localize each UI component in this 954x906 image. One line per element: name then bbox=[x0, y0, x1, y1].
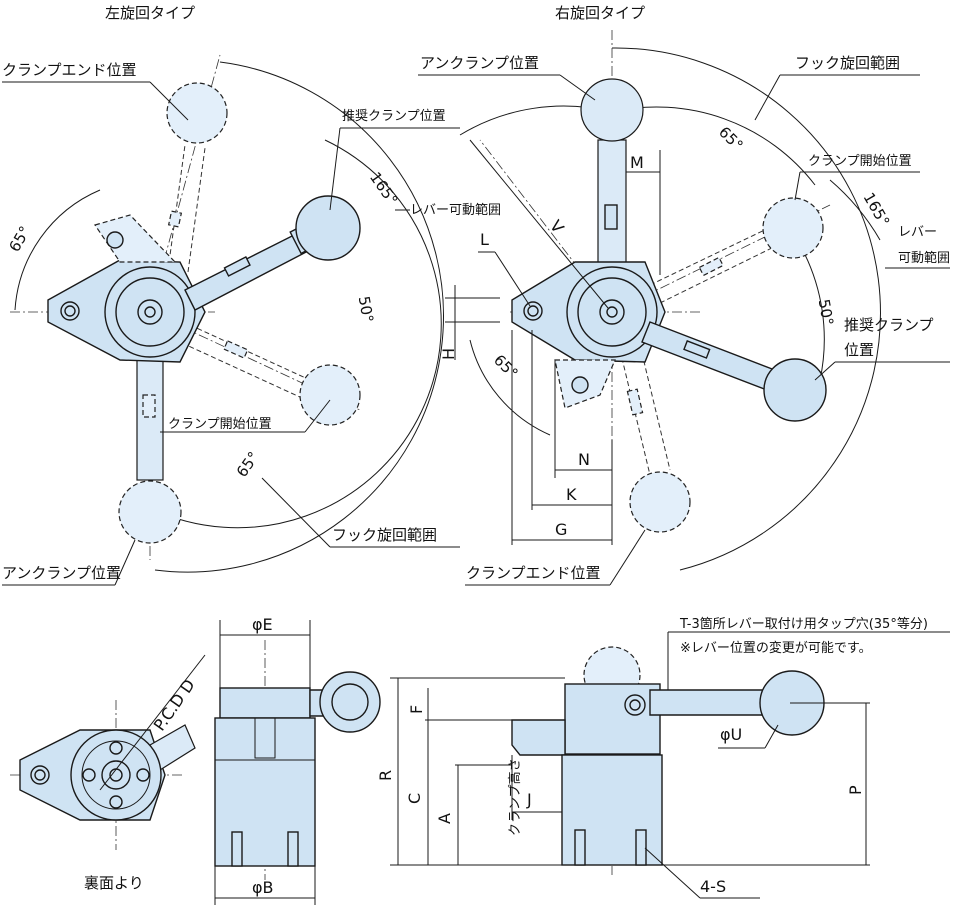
side-head bbox=[564, 683, 661, 755]
dim-b: φB bbox=[252, 878, 274, 897]
dim-p: P bbox=[846, 785, 865, 795]
dim-a: A bbox=[435, 813, 454, 824]
label-pcd: P.C.D D bbox=[150, 676, 199, 735]
front-body bbox=[214, 717, 316, 867]
side-lever bbox=[649, 689, 771, 716]
right-lever-ball bbox=[763, 358, 827, 422]
bottom-view: P.C.D D 裏面より bbox=[10, 654, 206, 892]
front-view: φE φB bbox=[214, 615, 381, 905]
dim-4s: 4-S bbox=[700, 877, 726, 896]
right-angle-65a: 65° bbox=[715, 123, 747, 155]
left-angle-165: 165° bbox=[366, 169, 401, 209]
left-ghost-clamp-end bbox=[166, 82, 228, 273]
label-tap-note: T-3箇所レバー取付け用タップ穴(35°等分) bbox=[679, 616, 928, 632]
dim-k: K bbox=[566, 485, 577, 504]
right-angle-50: 50° bbox=[815, 298, 837, 327]
left-label-clamp-end: クランプエンド位置 bbox=[2, 61, 137, 79]
right-arc-65 bbox=[469, 339, 551, 436]
dim-c: C bbox=[405, 793, 424, 804]
right-top-view: M V L H N K G アンクランプ位置 フック旋回範囲 クランプ開始位置 … bbox=[418, 30, 950, 586]
right-unclamp-ball bbox=[580, 78, 644, 142]
left-flange-ghost bbox=[94, 214, 177, 263]
label-clamp-height: クランプ高さ bbox=[507, 758, 523, 836]
left-ghost-clamp-start bbox=[181, 324, 361, 426]
side-view: R F C A クランプ高さ J P φU 4-S T-3箇所レバー取付け用タッ… bbox=[376, 616, 950, 899]
dim-e: φE bbox=[252, 615, 273, 634]
right-unclamp-arm bbox=[597, 139, 627, 276]
dim-g: G bbox=[555, 520, 567, 539]
right-angle-65b: 65° bbox=[490, 351, 522, 383]
right-lever-arm bbox=[641, 321, 781, 393]
dim-r: R bbox=[376, 770, 395, 781]
right-label-lever-range-2: 可動範囲 bbox=[898, 251, 950, 266]
left-label-unclamp: アンクランプ位置 bbox=[2, 564, 121, 582]
left-lever-arm bbox=[184, 231, 311, 311]
left-arc-165 bbox=[154, 61, 445, 573]
bottom-caption: 裏面より bbox=[84, 874, 144, 892]
dim-h: H bbox=[439, 348, 458, 360]
right-ghost-clamp-start bbox=[649, 197, 824, 304]
right-label-recommended-2: 位置 bbox=[844, 341, 874, 359]
left-label-hook-range: フック旋回範囲 bbox=[332, 526, 437, 544]
label-lever-note: ※レバー位置の変更が可能です。 bbox=[680, 640, 872, 656]
left-lever-ball bbox=[295, 195, 361, 261]
side-hook bbox=[511, 719, 566, 756]
title-right-type: 右旋回タイプ bbox=[555, 4, 645, 22]
right-label-unclamp: アンクランプ位置 bbox=[420, 54, 539, 72]
pcd-leader bbox=[99, 654, 206, 791]
left-label-recommended: 推奨クランプ位置 bbox=[342, 109, 446, 124]
right-label-recommended-1: 推奨クランプ bbox=[844, 316, 934, 334]
dim-f: F bbox=[407, 705, 426, 714]
dim-m: M bbox=[630, 153, 644, 172]
dim-j: J bbox=[526, 790, 532, 809]
left-ghost-unclamp bbox=[118, 349, 182, 544]
left-angle-65a: 65° bbox=[5, 223, 34, 255]
left-label-clamp-start: クランプ開始位置 bbox=[168, 417, 272, 432]
right-arc-50 bbox=[799, 244, 825, 381]
front-head bbox=[219, 687, 311, 719]
right-label-lever-range-1: レバー bbox=[898, 225, 937, 240]
title-left-type: 左旋回タイプ bbox=[105, 4, 195, 22]
left-arc-hook bbox=[149, 139, 442, 529]
dim-v-line bbox=[469, 139, 609, 309]
left-angle-50: 50° bbox=[355, 295, 377, 324]
right-label-hook-range: フック旋回範囲 bbox=[795, 54, 900, 72]
left-ghost-hole bbox=[106, 231, 124, 249]
left-angle-65b: 65° bbox=[233, 448, 263, 480]
dim-l: L bbox=[480, 230, 489, 249]
left-top-view: クランプエンド位置 推奨クランプ位置 レバー可動範囲 クランプ開始位置 フック旋… bbox=[2, 54, 501, 586]
right-label-clamp-end: クランプエンド位置 bbox=[466, 564, 601, 582]
right-arc-165 bbox=[611, 47, 881, 571]
dim-v: V bbox=[546, 216, 568, 236]
left-arc-65 bbox=[14, 189, 101, 311]
right-arc-hook bbox=[611, 106, 816, 186]
right-ghost-clamp-end bbox=[619, 344, 691, 533]
dim-n: N bbox=[578, 450, 590, 469]
left-label-lever-range: レバー可動範囲 bbox=[410, 203, 501, 218]
right-label-clamp-start: クランプ開始位置 bbox=[808, 154, 912, 169]
dim-u: φU bbox=[720, 725, 742, 744]
